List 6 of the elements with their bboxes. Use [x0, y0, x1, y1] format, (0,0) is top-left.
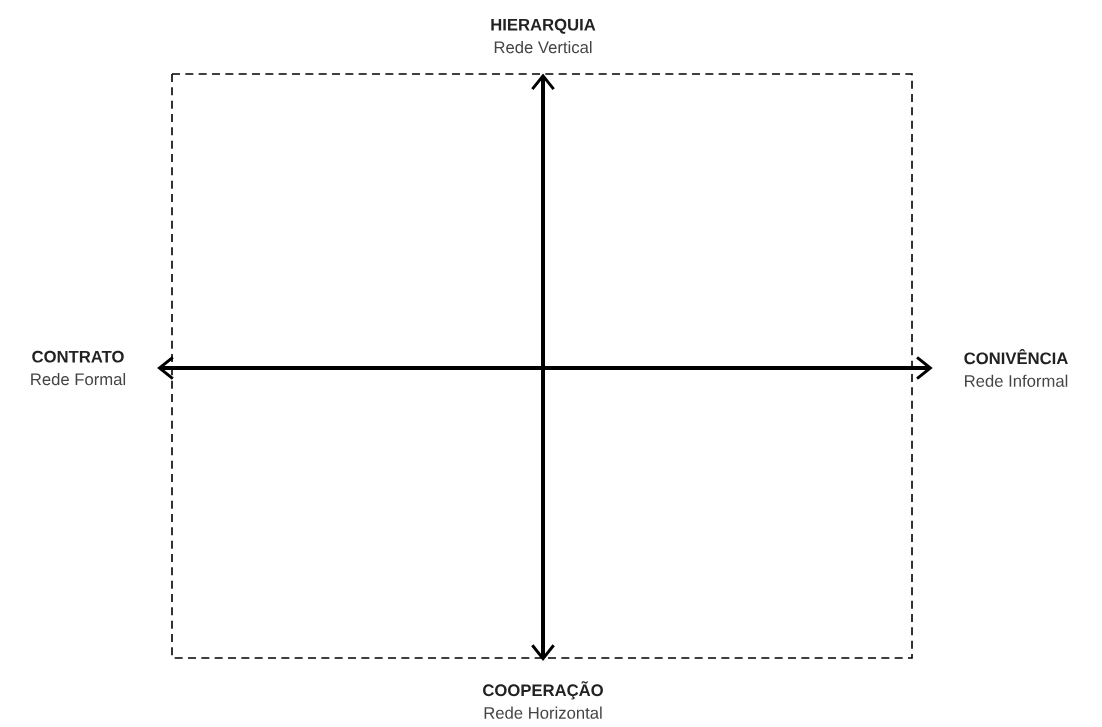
axis-label: HIERARQUIA Rede Vertical — [491, 18, 596, 54]
double-arrow — [531, 73, 555, 661]
axis-label: COOPERAÇÃO Rede Horizontal — [483, 681, 603, 719]
axis-label: CONTRATO Rede Formal — [31, 350, 126, 386]
axis-label: CONIVÊNCIA Rede Informal — [964, 349, 1068, 387]
double-arrow — [157, 356, 933, 380]
